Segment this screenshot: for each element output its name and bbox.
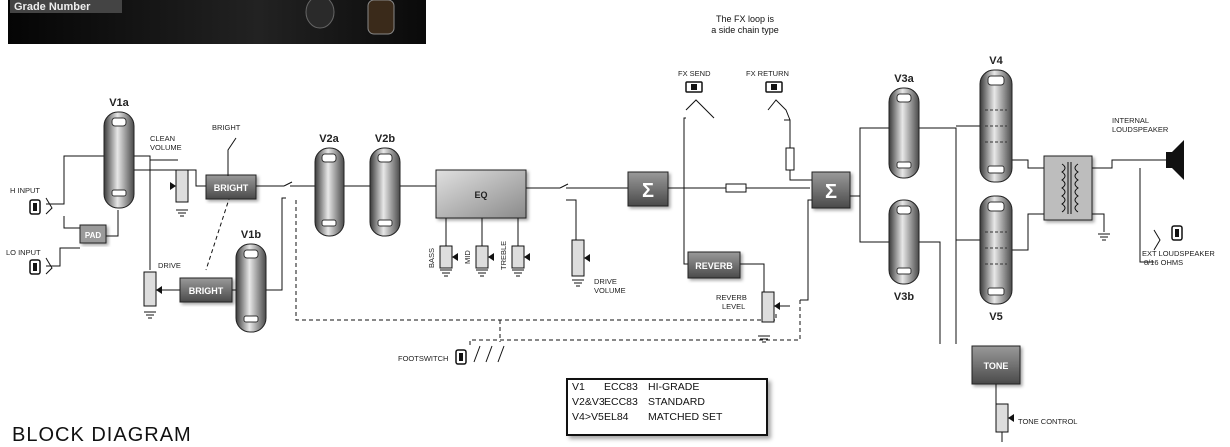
tube-v2b-label: V2b (375, 133, 395, 145)
return-resistor (785, 147, 795, 171)
svg-text:REVERB: REVERB (695, 261, 733, 271)
tube-legend: V1 ECC83 HI-GRADE V2&V3 ECC83 STANDARD V… (566, 378, 768, 436)
tube-v3b-label: V3b (894, 291, 914, 303)
tube-v4-label: V4 (989, 55, 1003, 67)
svg-text:BRIGHT: BRIGHT (189, 286, 224, 296)
tube-v5: V5 (979, 195, 1013, 323)
svg-text:BRIGHT: BRIGHT (214, 183, 249, 193)
tube-v3a: V3a (888, 73, 920, 179)
tone-block: TONE (971, 345, 1021, 385)
ext-speaker-jack-icon (1153, 225, 1183, 251)
tube-photo: Grade Number (8, 0, 426, 44)
tube-v1b-label: V1b (241, 229, 261, 241)
reverb-level-label-2: LEVEL (722, 302, 745, 311)
bright-switch-label: BRIGHT (212, 123, 241, 132)
diagram-title: BLOCK DIAGRAM (12, 424, 192, 446)
footswitch-label: FOOTSWITCH (398, 354, 448, 363)
tube-v3b: V3b (888, 199, 920, 303)
bass-pot (439, 245, 458, 269)
series-resistor (725, 183, 747, 193)
legend-row: V1 ECC83 HI-GRADE (572, 381, 700, 393)
clean-volume-label-1: CLEAN (150, 134, 175, 143)
fx-send-jack-icon (685, 81, 715, 119)
svg-text:Σ: Σ (825, 181, 837, 203)
ground-symbols (144, 209, 1110, 343)
photo-caption: Grade Number (14, 1, 91, 13)
internal-speaker-label-1: INTERNAL (1112, 116, 1149, 125)
drive-volume-pot (571, 239, 590, 277)
clean-volume-label-2: VOLUME (150, 143, 182, 152)
svg-text:PAD: PAD (85, 231, 102, 240)
tube-v2a: V2a (314, 133, 345, 237)
ext-speaker-label-2: 8/16 OHMS (1144, 258, 1183, 267)
drive-volume-label-1: DRIVE (594, 277, 617, 286)
bright-block-bottom: BRIGHT (179, 277, 233, 303)
h-input-jack-icon (29, 197, 53, 215)
speaker-icon (1166, 140, 1184, 180)
output-transformer (1043, 155, 1093, 221)
drive-label: DRIVE (158, 261, 181, 270)
fx-return-label: FX RETURN (746, 69, 789, 78)
lo-input-jack-icon (29, 257, 53, 275)
channel-switch-icon (283, 181, 569, 189)
legend-row: V2&V3 ECC83 STANDARD (572, 396, 705, 408)
sum-block-2: Σ (811, 171, 851, 209)
mid-pot (475, 245, 494, 269)
tube-v4: V4 (979, 55, 1013, 183)
fx-return-jack-icon (765, 81, 791, 121)
bass-label: BASS (427, 248, 436, 268)
bright-switch-icon (227, 137, 237, 176)
drive-volume-label-2: VOLUME (594, 286, 626, 295)
tube-v1a: V1a (103, 97, 135, 209)
svg-text:EQ: EQ (474, 190, 487, 200)
sum-block-1: Σ (627, 171, 669, 207)
tube-v3a-label: V3a (894, 73, 914, 85)
tube-v1a-label: V1a (109, 97, 129, 109)
fx-note-line2: a side chain type (711, 25, 779, 35)
control-dashed-lines (205, 195, 801, 348)
tone-control-pot (995, 403, 1014, 433)
fx-send-label: FX SEND (678, 69, 711, 78)
footswitch-icon (455, 345, 505, 365)
reverb-block: REVERB (687, 251, 741, 279)
treble-label: TREBLE (499, 241, 508, 270)
h-input-label: H INPUT (10, 186, 40, 195)
legend-row: V4>V5 EL84 MATCHED SET (572, 411, 723, 423)
clean-volume-pot (170, 169, 189, 203)
eq-block: EQ (435, 169, 527, 219)
tube-v2a-label: V2a (319, 133, 339, 145)
tube-v1b: V1b (235, 229, 267, 333)
tone-control-label: TONE CONTROL (1018, 417, 1077, 426)
reverb-level-label-1: REVERB (716, 293, 747, 302)
ext-speaker-label-1: EXT LOUDSPEAKER (1142, 249, 1215, 258)
bright-block-top: BRIGHT (205, 174, 257, 200)
internal-speaker-label-2: LOUDSPEAKER (1112, 125, 1169, 134)
svg-text:Σ: Σ (642, 180, 654, 202)
tube-v2b: V2b (369, 133, 401, 237)
drive-pot (143, 271, 162, 307)
svg-text:TONE: TONE (984, 361, 1009, 371)
mid-label: MID (463, 250, 472, 264)
fx-note-line1: The FX loop is (716, 14, 775, 24)
treble-pot (511, 245, 530, 269)
tube-v5-label: V5 (989, 311, 1002, 323)
reverb-level-pot (761, 291, 780, 323)
lo-input-label: LO INPUT (6, 248, 41, 257)
pad-block: PAD (79, 224, 107, 244)
